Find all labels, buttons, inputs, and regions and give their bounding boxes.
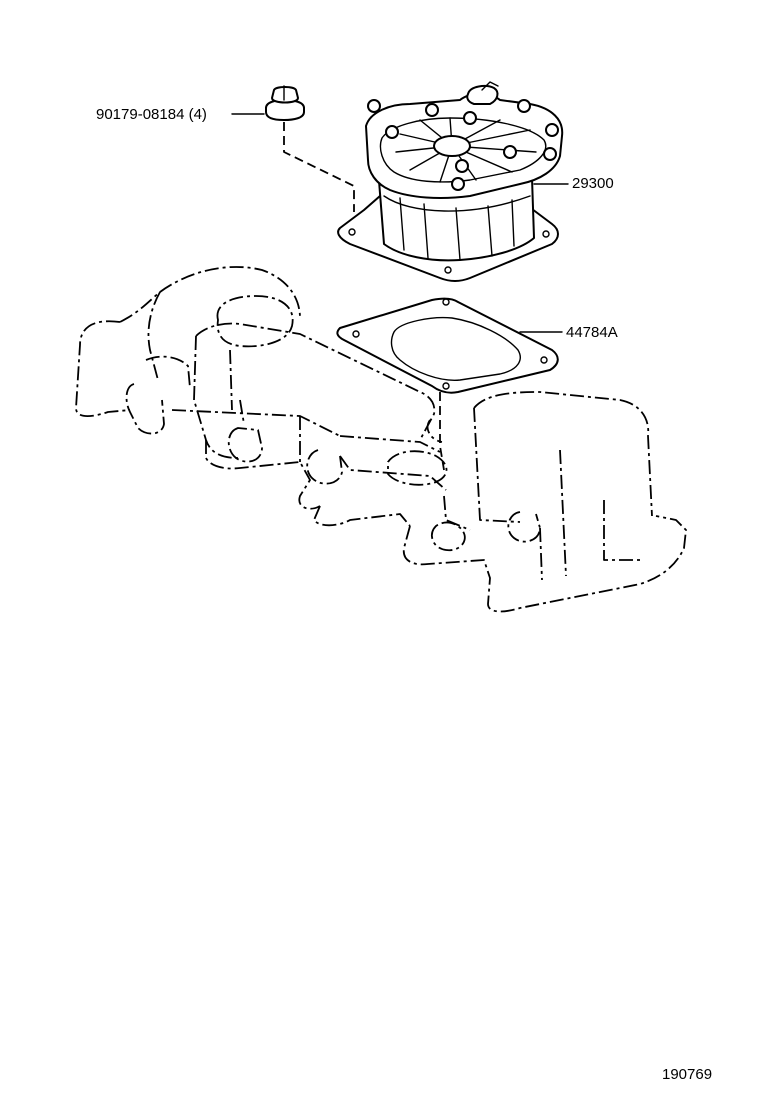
vacuum-pump-part [337,81,564,282]
callout-nut-part-number: 90179-08184 (4) [96,106,207,123]
callout-gasket-part-number: 44784A [566,324,618,341]
gasket-part [336,297,559,394]
nut-part [265,85,305,121]
callout-pump-part-number: 29300 [572,175,614,192]
figure-number: 190769 [662,1066,713,1083]
alignment-line [439,378,445,471]
cover-bolts [367,99,559,191]
intake-housing-phantom [75,266,687,613]
nut-install-path [283,122,355,212]
